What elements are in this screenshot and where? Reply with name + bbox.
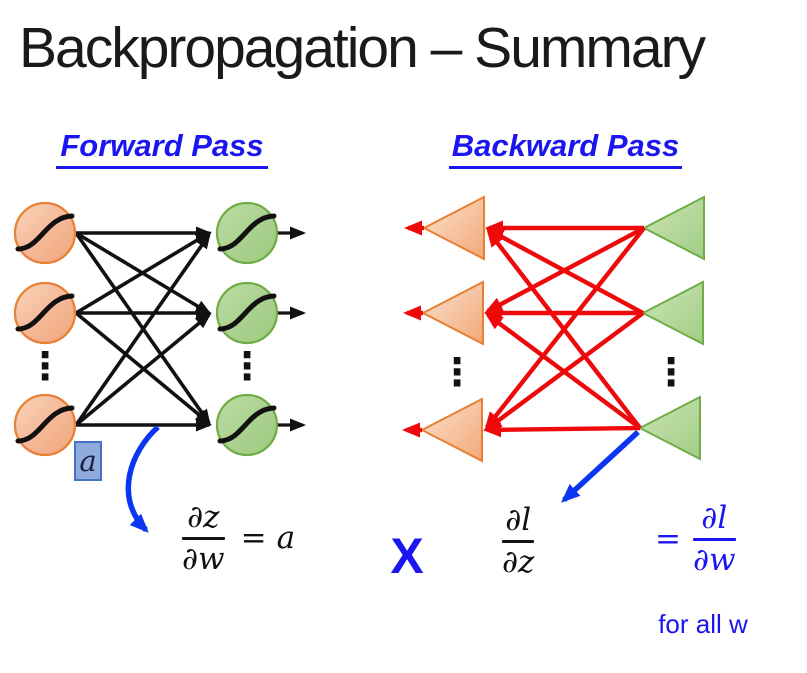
fraction-bar [692,538,736,542]
blue-straight-arrow [561,429,640,503]
equals-sign: = [240,520,267,557]
orange-triangle-1 [421,195,485,261]
backward-gradient-neurons-left [419,195,485,463]
backward-output-arrows [402,220,424,438]
orange-triangle-2 [420,280,484,346]
numerator: ∂l [505,502,532,538]
fraction-dl-dw: ∂l ∂w [687,500,742,579]
vdots-backward-output: ⋮ [652,350,690,394]
backward-connections [483,220,646,438]
activation-label: a [79,444,97,478]
denominator: ∂w [182,541,225,578]
fraction-dl-dz: ∂l ∂z [496,502,540,581]
blue-curved-arrow [125,424,160,533]
for-all-w-note: for all w [658,609,748,639]
denominator: ∂z [502,544,535,581]
backward-gradient-neurons-right [637,195,705,461]
forward-input-neurons [13,201,77,457]
equals-sign: = [655,521,681,558]
backward-pass-heading: Backward Pass [449,129,682,169]
sigmoid-icon [15,213,75,444]
fraction-bar [502,540,535,544]
numerator: ∂z [187,499,220,535]
formula-dz-dw: ∂z ∂w = a [176,499,296,578]
forward-output-neurons [215,201,279,457]
sigmoid-icon [217,213,277,444]
denominator: ∂w [692,542,736,579]
activation-label-box: a [74,441,102,481]
forward-pass-heading: Forward Pass [56,129,268,169]
formula-dl-dw: = ∂l ∂w [655,500,742,579]
multiply-sign: X [390,528,424,584]
vdots-forward-input: ⋮ [26,344,64,388]
page-title: Backpropagation – Summary [19,16,706,80]
orange-triangle-3 [419,397,483,463]
vdots-forward-output: ⋮ [228,344,266,388]
forward-connections [74,226,212,432]
fraction-dz-dw: ∂z ∂w [176,499,231,578]
green-triangle-3 [637,395,701,461]
vdots-backward-input: ⋮ [438,350,476,394]
formula-rhs-a: a [276,520,296,557]
formula-dl-dz: ∂l ∂z [496,502,540,581]
fraction-bar [182,537,225,541]
forward-output-arrows [278,226,306,432]
green-triangle-1 [641,195,705,261]
green-triangle-2 [640,280,704,346]
numerator: ∂l [701,500,728,536]
